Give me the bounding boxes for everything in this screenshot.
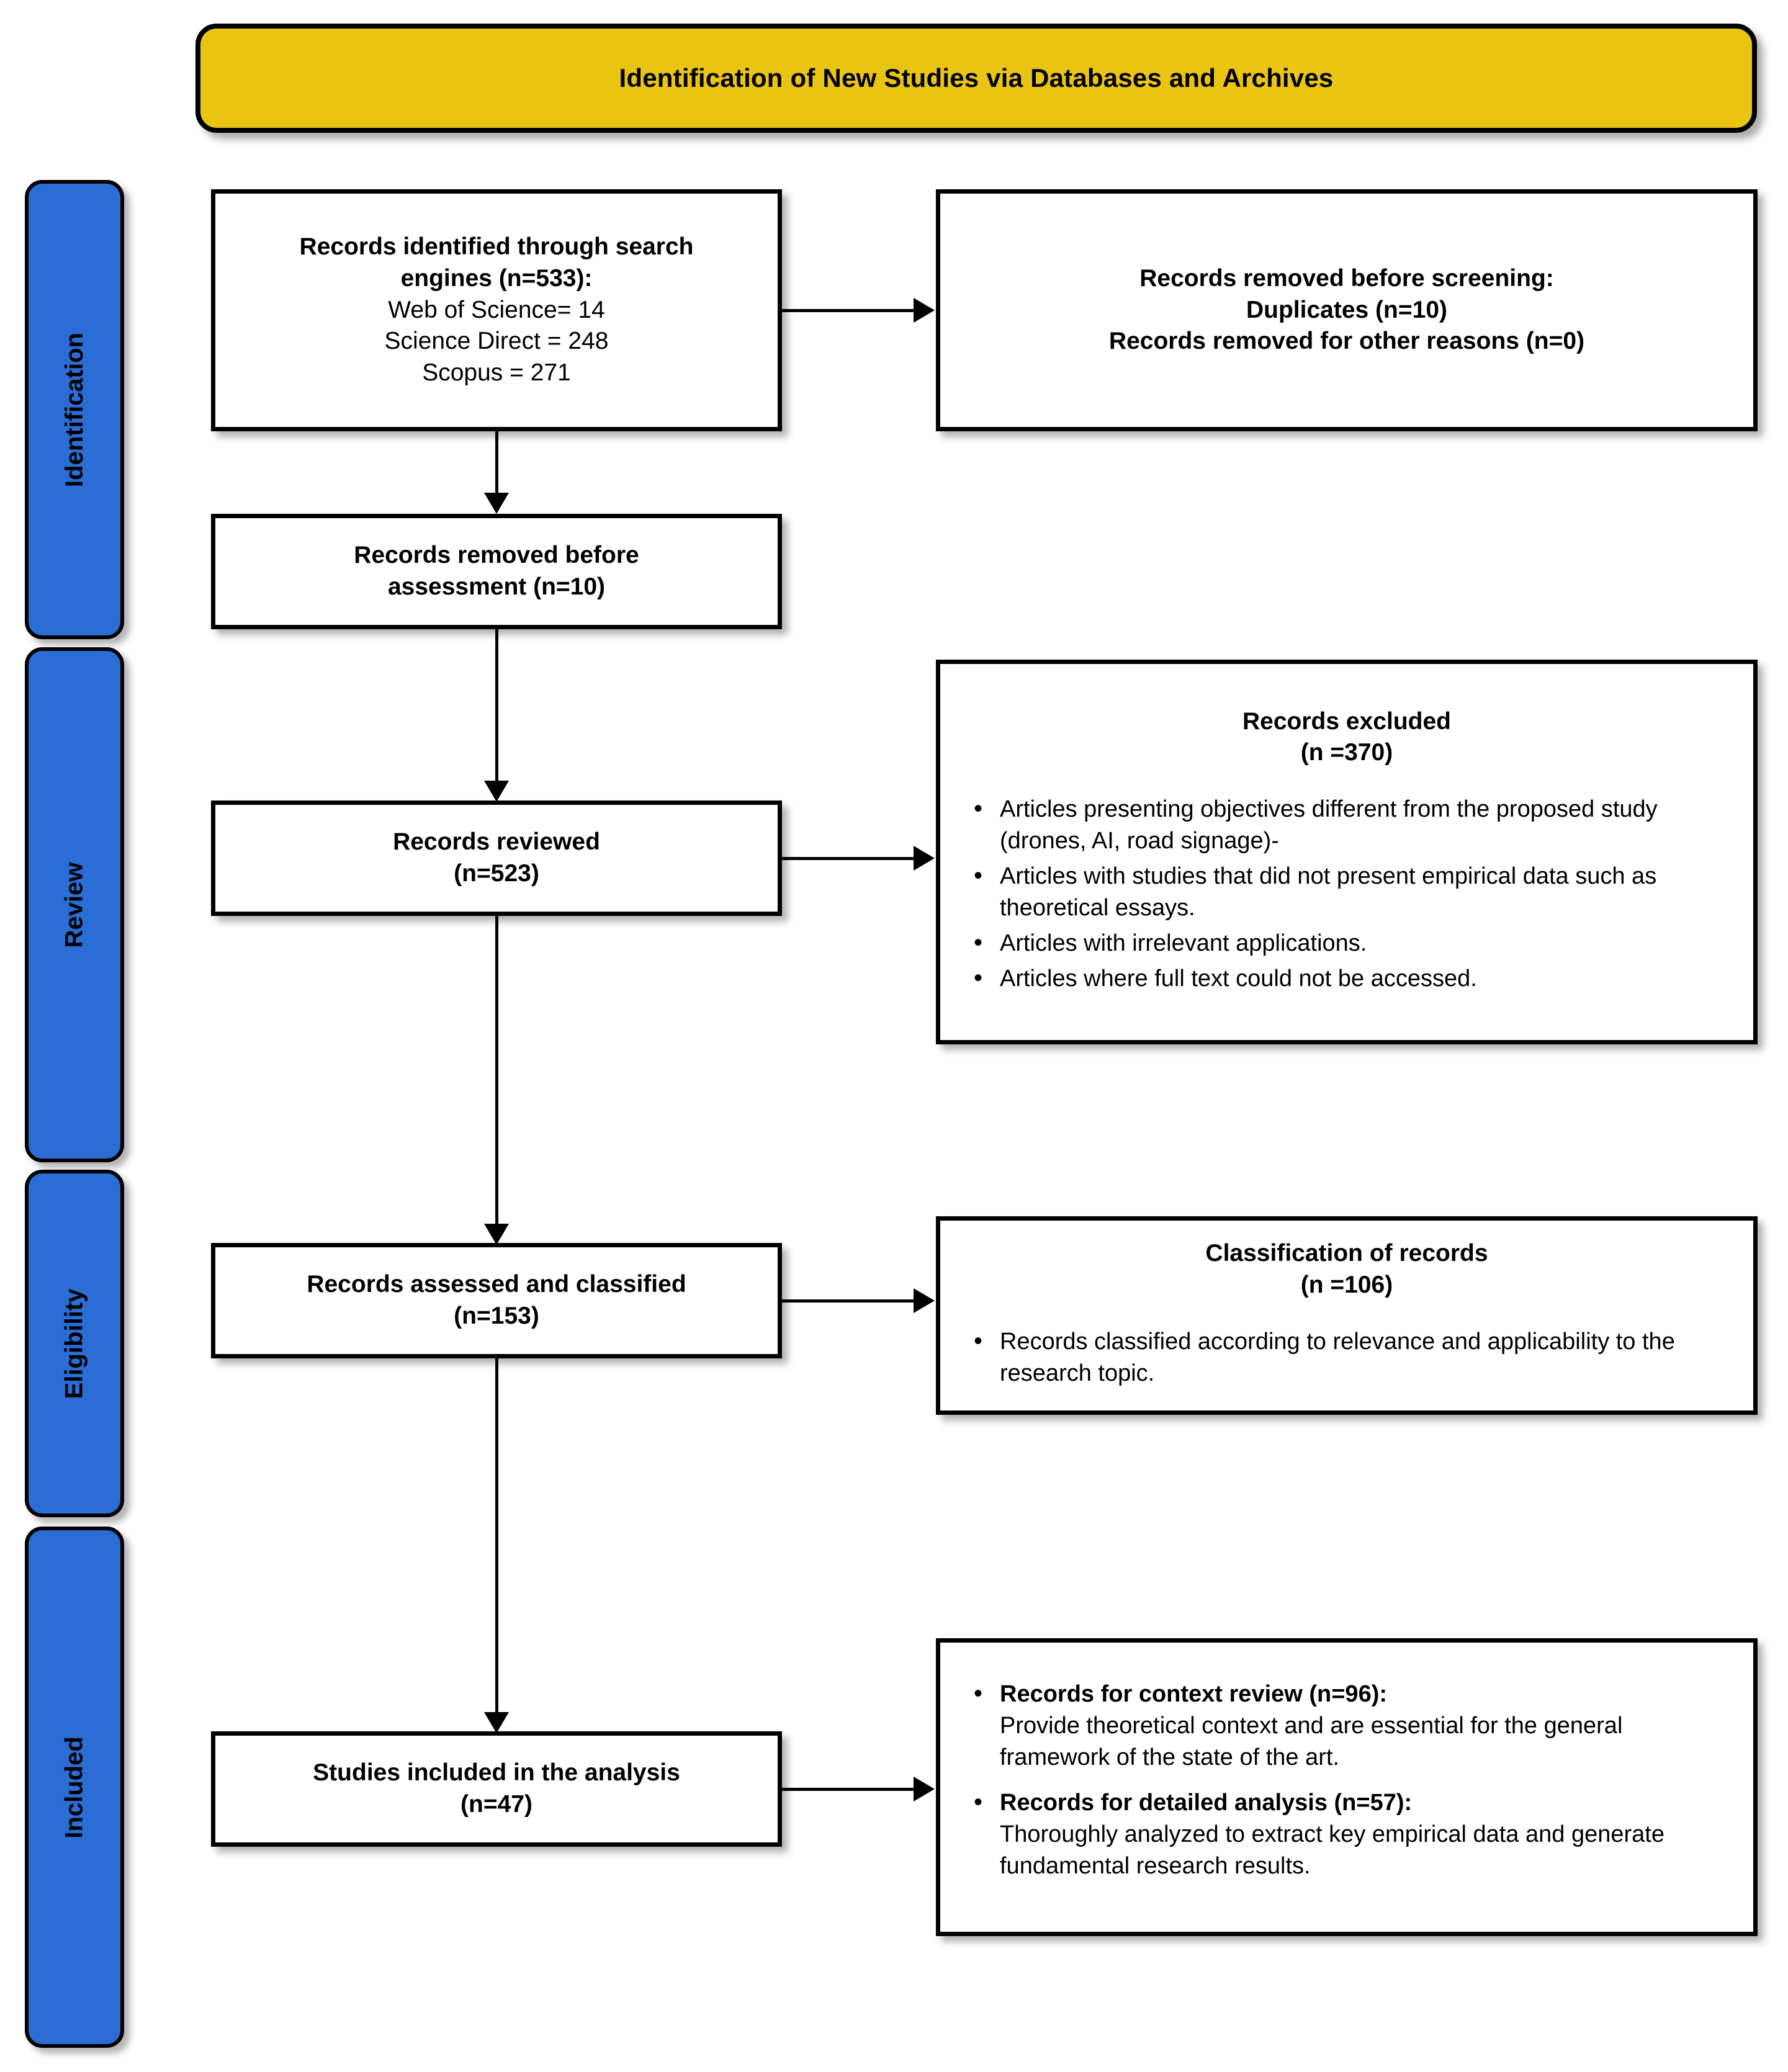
phase-tab-included[interactable]: Included <box>25 1527 124 2048</box>
box-classification-of-records: Classification of records (n =106) Recor… <box>936 1216 1758 1415</box>
list-item: Records classified according to relevanc… <box>974 1325 1732 1389</box>
records-identified-line-4: Science Direct = 248 <box>384 328 609 355</box>
records-identified-line-1: Records identified through search <box>299 233 694 261</box>
box-records-removed-before-screening: Records removed before screening: Duplic… <box>936 189 1758 431</box>
phase-tab-eligibility[interactable]: Eligibility <box>25 1170 124 1517</box>
phase-tab-identification-label: Identification <box>60 332 88 487</box>
connector-assessment-to-reviewed-arrowhead <box>484 781 509 802</box>
connector-identified-to-removed <box>782 309 916 312</box>
included-detail-head-1: Records for context review (n=96): <box>1000 1681 1388 1708</box>
box-included-detail: Records for context review (n=96): Provi… <box>936 1638 1758 1936</box>
box-records-assessed-classified-text: Records assessed and classified (n=153) <box>215 1269 778 1332</box>
box-records-assessed-classified: Records assessed and classified (n=153) <box>211 1243 782 1358</box>
connector-reviewed-to-excluded <box>782 857 916 860</box>
included-detail-bullet-list: Records for context review (n=96): Provi… <box>940 1677 1753 1882</box>
connector-assessed-to-included <box>495 1358 498 1721</box>
phase-tab-review-label: Review <box>60 862 88 948</box>
included-detail-head-2: Records for detailed analysis (n=57): <box>1000 1790 1413 1816</box>
box-records-removed-before-assessment: Records removed before assessment (n=10) <box>211 514 782 629</box>
records-excluded-heading-1: Records excluded <box>1242 707 1451 735</box>
records-reviewed-line-2: (n=523) <box>454 860 539 887</box>
removed-before-assessment-line-2: assessment (n=10) <box>387 573 606 600</box>
removed-before-screening-line-2: Duplicates (n=10) <box>1246 296 1448 323</box>
classification-bullet-list: Records classified according to relevanc… <box>940 1325 1753 1389</box>
included-detail-body-2: Thoroughly analyzed to extract key empir… <box>1000 1821 1664 1879</box>
removed-before-assessment-line-1: Records removed before <box>354 542 639 569</box>
phase-tab-included-label: Included <box>60 1736 88 1839</box>
records-identified-line-3: Web of Science= 14 <box>388 296 605 323</box>
records-identified-line-2: engines (n=533): <box>400 264 593 292</box>
classification-heading-2: (n =106) <box>1300 1271 1393 1299</box>
connector-identified-to-removed-arrowhead <box>914 298 935 323</box>
list-item: Records for detailed analysis (n=57): Th… <box>974 1786 1732 1882</box>
connector-assessment-to-reviewed <box>495 629 498 789</box>
box-studies-included: Studies included in the analysis (n=47) <box>211 1731 782 1847</box>
classification-heading-1: Classification of records <box>1205 1240 1488 1267</box>
records-excluded-bullet-list: Articles presenting objectives different… <box>940 792 1753 995</box>
box-classification-of-records-content: Classification of records (n =106) Recor… <box>940 1238 1753 1393</box>
records-reviewed-line-1: Records reviewed <box>393 828 600 856</box>
box-studies-included-text: Studies included in the analysis (n=47) <box>215 1757 778 1820</box>
phase-tab-eligibility-label: Eligibility <box>60 1288 88 1399</box>
box-records-identified-text: Records identified through search engine… <box>215 231 778 388</box>
phase-tab-identification[interactable]: Identification <box>25 180 124 639</box>
list-item: Articles with irrelevant applications. <box>974 926 1732 959</box>
connector-reviewed-to-assessed <box>495 916 498 1232</box>
assessed-classified-line-1: Records assessed and classified <box>307 1271 686 1298</box>
box-included-detail-content: Records for context review (n=96): Provi… <box>940 1677 1753 1895</box>
box-records-excluded: Records excluded (n =370) Articles prese… <box>936 660 1758 1044</box>
diagram-title-banner: Identification of New Studies via Databa… <box>195 24 1757 133</box>
box-records-reviewed: Records reviewed (n=523) <box>211 801 782 916</box>
removed-before-screening-line-1: Records removed before screening: <box>1139 264 1554 292</box>
connector-identified-to-assessment-arrowhead <box>484 493 509 514</box>
box-records-reviewed-text: Records reviewed (n=523) <box>215 827 778 889</box>
connector-included-to-detail <box>782 1788 916 1791</box>
box-records-identified: Records identified through search engine… <box>211 189 782 431</box>
box-records-removed-before-assessment-text: Records removed before assessment (n=10) <box>215 540 778 603</box>
list-item: Articles where full text could not be ac… <box>974 962 1732 995</box>
connector-assessed-to-included-arrowhead <box>484 1712 509 1733</box>
list-item: Articles presenting objectives different… <box>974 792 1732 857</box>
included-detail-body-1: Provide theoretical context and are esse… <box>1000 1713 1623 1771</box>
connector-reviewed-to-assessed-arrowhead <box>484 1224 509 1245</box>
connector-assessed-to-classification <box>782 1299 916 1303</box>
list-item: Records for context review (n=96): Provi… <box>974 1677 1732 1774</box>
connector-assessed-to-classification-arrowhead <box>914 1288 935 1313</box>
connector-identified-to-assessment <box>495 431 498 501</box>
box-records-removed-before-screening-text: Records removed before screening: Duplic… <box>940 263 1753 357</box>
connector-included-to-detail-arrowhead <box>914 1777 935 1801</box>
assessed-classified-line-2: (n=153) <box>454 1303 539 1329</box>
diagram-title: Identification of New Studies via Databa… <box>619 63 1334 92</box>
list-item: Articles with studies that did not prese… <box>974 859 1732 924</box>
removed-before-screening-line-3: Records removed for other reasons (n=0) <box>1108 328 1585 355</box>
studies-included-line-2: (n=47) <box>460 1791 532 1818</box>
box-records-excluded-content: Records excluded (n =370) Articles prese… <box>940 706 1753 998</box>
records-identified-line-5: Scopus = 271 <box>422 359 571 387</box>
records-excluded-heading-2: (n =370) <box>1300 739 1393 766</box>
phase-tab-review[interactable]: Review <box>25 647 124 1162</box>
studies-included-line-1: Studies included in the analysis <box>313 1759 680 1787</box>
connector-reviewed-to-excluded-arrowhead <box>914 846 935 871</box>
